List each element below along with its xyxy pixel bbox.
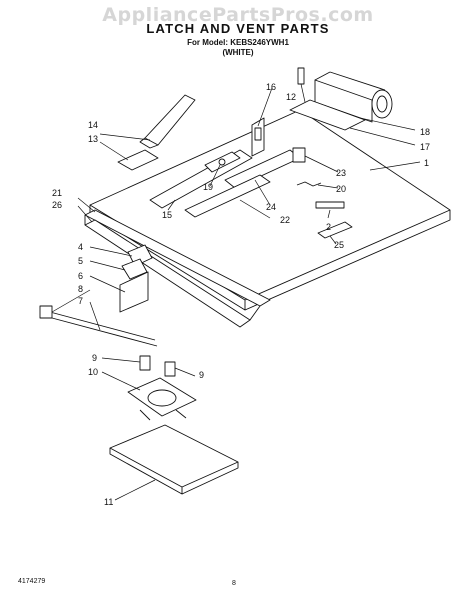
color-line: (WHITE) (222, 48, 254, 57)
latch-rod-part-8 (39, 305, 158, 347)
callout-9-right: 9 (199, 370, 204, 380)
callout-labels: 12 16 14 13 18 17 1 19 23 20 15 24 22 2 … (52, 82, 430, 507)
callout-25: 25 (334, 240, 344, 250)
spacer-part-9-left (139, 355, 151, 371)
callout-23: 23 (336, 168, 346, 178)
callout-6: 6 (78, 271, 83, 281)
pad-part-13 (117, 149, 159, 171)
part-20 (296, 181, 322, 187)
page-number: 8 (232, 580, 236, 587)
vent-assembly-part-18 (289, 71, 393, 131)
callout-4: 4 (78, 242, 83, 252)
spring-part-2 (315, 201, 345, 209)
spacer-part-9-right (164, 361, 176, 377)
clip-part-25 (317, 221, 353, 239)
callout-5: 5 (78, 256, 83, 266)
channel-part-22 (184, 174, 271, 218)
callout-14: 14 (88, 120, 98, 130)
callout-9-left: 9 (92, 353, 97, 363)
watermark: AppliancePartsPros.com (102, 4, 374, 26)
callout-18: 18 (420, 127, 430, 137)
callout-13: 13 (88, 134, 98, 144)
callout-11: 11 (104, 497, 113, 507)
callout-15: 15 (162, 210, 172, 220)
callout-8: 8 (78, 284, 83, 294)
front-rail-part-21 (84, 209, 271, 328)
base-plate-part-11 (109, 424, 239, 495)
callout-16: 16 (266, 82, 276, 92)
latch-motor-part-10 (127, 377, 197, 421)
latch-plate-part-6 (119, 271, 149, 313)
callout-7: 7 (78, 296, 83, 306)
latch-bracket-part-4 (127, 244, 153, 267)
duct-part-14 (139, 94, 196, 149)
bracket-part-12 (297, 67, 305, 85)
callout-24: 24 (266, 202, 276, 212)
bracket-part-16 (251, 117, 265, 157)
callout-21: 21 (52, 188, 62, 198)
diagram-title: LATCH AND VENT PARTS (146, 21, 330, 36)
part-number-footer: 4174279 (18, 578, 46, 585)
latch-part-19 (204, 151, 241, 173)
callout-1: 1 (424, 158, 429, 168)
callout-22: 22 (280, 215, 290, 225)
part-23 (292, 147, 306, 163)
callout-12: 12 (286, 92, 296, 102)
callout-10: 10 (88, 367, 98, 377)
callout-2: 2 (326, 222, 331, 232)
callout-19: 19 (203, 182, 213, 192)
callout-20: 20 (336, 184, 346, 194)
leader-lines (51, 83, 421, 501)
callout-17: 17 (420, 142, 430, 152)
model-line: For Model: KEBS246YWH1 (187, 38, 289, 47)
callout-26: 26 (52, 200, 62, 210)
